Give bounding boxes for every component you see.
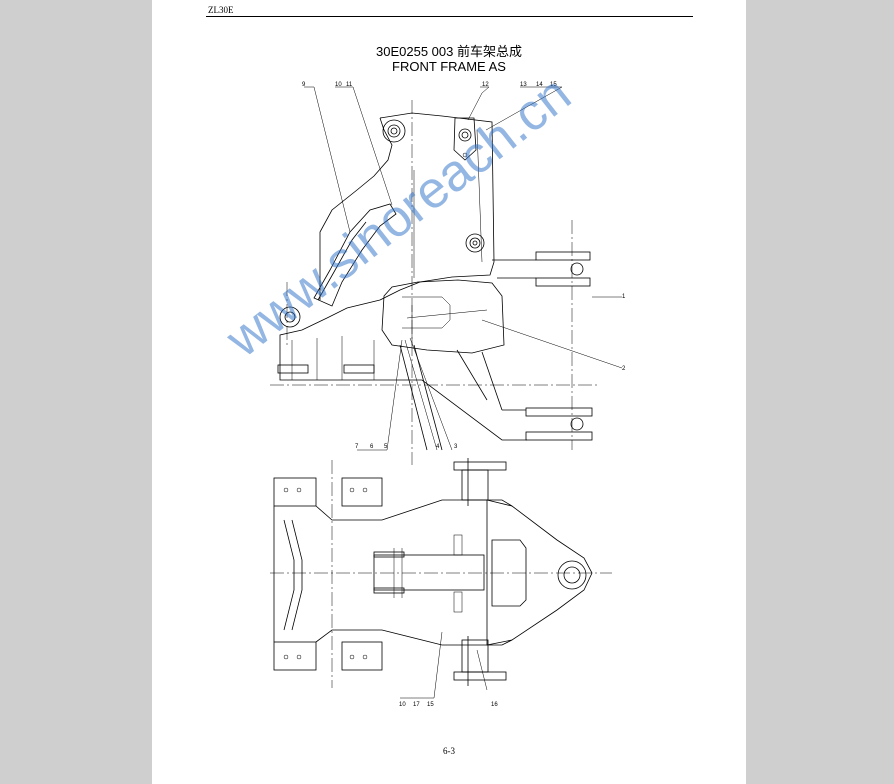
callout-7: 7 [355, 444, 359, 450]
callout-6: 6 [370, 444, 374, 450]
callout-plan-15: 15 [427, 702, 434, 708]
header-rule [206, 16, 693, 17]
callout-2: 2 [622, 366, 626, 372]
drawing-title-chinese: 30E0255 003 前车架总成 [376, 44, 522, 59]
side-view-callouts: 9 10 11 12 13 14 15 1 2 3 4 5 6 7 [302, 82, 626, 450]
callout-9: 9 [302, 82, 306, 88]
plan-view [270, 458, 612, 699]
drawing-title-english: FRONT FRAME AS [392, 59, 506, 74]
callout-15: 15 [550, 82, 557, 88]
running-head: ZL30E [208, 5, 234, 15]
callout-14: 14 [536, 82, 543, 88]
side-view [270, 86, 623, 465]
callout-plan-10: 10 [399, 702, 406, 708]
callout-4: 4 [436, 444, 440, 450]
bolt-holes [283, 487, 368, 660]
callout-plan-17: 17 [413, 702, 420, 708]
callout-plan-16: 16 [491, 702, 498, 708]
plan-view-callouts: 10 17 15 16 [399, 702, 498, 708]
callout-1: 1 [622, 294, 626, 300]
callout-10: 10 [335, 82, 342, 88]
callout-12: 12 [482, 82, 489, 88]
document-page: ZL30E 30E0255 003 前车架总成 FRONT FRAME AS [152, 0, 746, 784]
callout-5: 5 [384, 444, 388, 450]
page-number: 6-3 [443, 746, 455, 756]
callout-11: 11 [346, 82, 353, 88]
callout-3: 3 [454, 444, 458, 450]
callout-13: 13 [520, 82, 527, 88]
front-frame-drawing: 9 10 11 12 13 14 15 1 2 3 4 5 6 7 [270, 82, 626, 708]
